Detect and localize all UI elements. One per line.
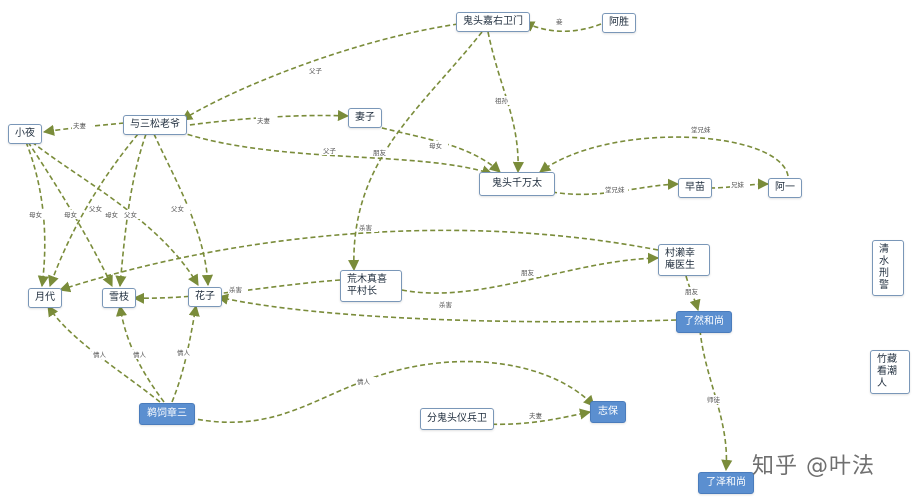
edge-liaoran-liaoze: 师徒	[699, 329, 733, 472]
edge-yosan-yuedai: 父女	[48, 133, 139, 288]
edge-zaomiao-ayi: 兄妹	[709, 178, 770, 190]
node-liaoze[interactable]: 了泽和尚	[698, 472, 754, 494]
edge-label-shitu: 师徒	[707, 395, 721, 404]
edge-label-qie: 妾	[556, 17, 563, 26]
edge-label-fuqi-2: 夫妻	[257, 116, 271, 125]
edge-label-qingren-4: 情人	[357, 377, 371, 386]
node-zaomiao[interactable]: 早苗	[678, 178, 712, 198]
edge-ukai-yuedai: 情人	[47, 305, 161, 403]
edge-label-funv-3: 父女	[171, 204, 185, 213]
edge-label-pengyou-1: 朋友	[373, 148, 387, 157]
edge-yosan-qianwantai: 父子	[179, 131, 494, 177]
edge-yosan-qizi: 夫妻	[181, 109, 350, 127]
edge-label-fuqi-1: 夫妻	[73, 121, 87, 130]
node-zhibao[interactable]: 志保	[590, 401, 626, 423]
node-zhuzang[interactable]: 竹藏看潮人	[870, 350, 910, 394]
edge-label-xiongmei: 兄妹	[731, 180, 745, 189]
node-xuezhi[interactable]: 雪枝	[102, 288, 136, 308]
edge-label-qingren-3: 情人	[177, 348, 191, 357]
edge-label-pengyou-3: 朋友	[685, 287, 699, 296]
edge-yosan-huazi: 父女	[153, 133, 214, 287]
edge-ayi-qianwantai: 堂兄妹	[539, 125, 789, 177]
node-huangmu[interactable]: 荒木真喜平村长	[340, 270, 402, 302]
edge-guitou-qianwantai: 祖孙	[487, 31, 524, 174]
edge-label-pengyou-2: 朋友	[521, 268, 535, 277]
edge-ukai-huazi: 情人	[171, 304, 200, 403]
edge-label-shahai-1: 杀害	[359, 223, 373, 232]
edge-huangmu-cunlai: 朋友	[401, 252, 660, 294]
edge-fenguitou-zhibao: 夫妻	[483, 408, 592, 426]
edge-xiaoye-xuezhi: 母女	[27, 141, 113, 288]
node-asheng[interactable]: 阿胜	[602, 13, 636, 33]
edge-yosan-xiaoye: 夫妻	[42, 121, 125, 136]
edge-liaoran-huazi: 杀害	[216, 293, 677, 323]
node-huazi[interactable]: 花子	[188, 287, 222, 307]
edge-label-zusun: 祖孙	[495, 96, 509, 105]
edge-label-qingren-1: 情人	[93, 350, 107, 359]
edge-ukai-zhibao: 情人	[189, 360, 595, 423]
edge-ukai-xuezhi: 情人	[115, 304, 165, 403]
edge-xiaoye-huazi: 母女	[31, 141, 199, 286]
edge-label-fuqi-3: 夫妻	[529, 411, 543, 420]
edge-label-mu-qizi: 母女	[429, 141, 443, 150]
edge-asheng-guitou: 妾	[522, 17, 602, 33]
node-guitou-youwei[interactable]: 鬼头嘉右卫门	[456, 12, 530, 32]
edge-label-funv-2: 父女	[124, 210, 138, 219]
edge-label-shahai-3: 杀害	[439, 300, 453, 309]
node-ukai[interactable]: 鹈饲章三	[139, 403, 195, 425]
edge-guitou-huangmu: 朋友	[348, 31, 483, 272]
edge-label-tangxiongmei-1: 堂兄妹	[605, 185, 625, 194]
node-qizi[interactable]: 妻子	[348, 108, 382, 128]
node-yosan[interactable]: 与三松老爷	[123, 115, 187, 135]
node-qianwantai[interactable]: 鬼头千万太	[479, 172, 555, 196]
edge-label-fuzi: 父子	[309, 67, 323, 75]
node-liaoran[interactable]: 了然和尚	[676, 311, 732, 333]
edge-cunlai-liaoran: 朋友	[684, 275, 704, 312]
edge-label-mu-2: 母女	[64, 210, 78, 219]
watermark-text: 知乎 @叶法	[752, 454, 875, 479]
edge-cunlai-yuedai: 杀害	[58, 223, 659, 293]
node-qingshui[interactable]: 清水刑警	[872, 240, 904, 296]
node-fenguitou[interactable]: 分鬼头仪兵卫	[420, 408, 494, 430]
edge-qizi-qianwantai: 母女	[373, 125, 501, 173]
edge-label-tangxiongmei-2: 堂兄妹	[691, 125, 711, 134]
node-ayi[interactable]: 阿一	[768, 178, 802, 198]
edge-xiaoye-yuedai: 母女	[25, 141, 49, 288]
node-xiaoye[interactable]: 小夜	[8, 124, 42, 144]
node-yuedai[interactable]: 月代	[28, 288, 62, 308]
edge-label-mu-3: 母女	[105, 210, 119, 219]
edge-label-mu-1: 母女	[29, 210, 43, 219]
edge-label-funv-1: 父女	[89, 204, 103, 213]
edge-label-shahai-2: 杀害	[229, 285, 243, 294]
edge-label-fuzi-2: 父子	[323, 147, 337, 155]
edge-qianwantai-zaomiao: 堂兄妹	[551, 178, 680, 196]
edge-guitou-yosan: 父子	[181, 23, 459, 121]
edge-huangmu-xuezhi: 杀害	[132, 279, 341, 304]
node-cunlai[interactable]: 村濑幸庵医生	[658, 244, 710, 276]
edge-yosan-xuezhi: 父女	[115, 133, 147, 288]
edge-label-qingren-2: 情人	[133, 350, 147, 359]
